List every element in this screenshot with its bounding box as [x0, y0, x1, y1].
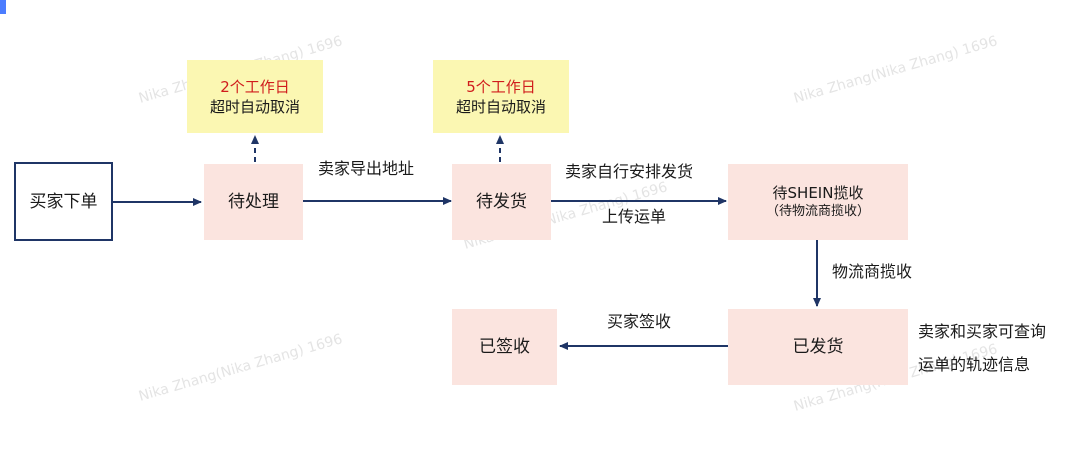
note-tracking-line2: 运单的轨迹信息 [918, 355, 1031, 374]
edge-label-upload-waybill: 上传运单 [602, 207, 667, 226]
edge-label-self-ship: 卖家自行安排发货 [565, 162, 694, 181]
node-await-pickup-sublabel: （待物流商揽收） [765, 204, 870, 219]
node-buyer-order: 买家下单 [14, 162, 113, 241]
node-received-label: 已签收 [479, 337, 530, 357]
timeout-ship-days: 5个工作日 [466, 77, 536, 96]
node-to-ship-label: 待发货 [476, 192, 527, 212]
edge-label-export-address: 卖家导出地址 [318, 159, 415, 178]
timeout-pending-action: 超时自动取消 [209, 97, 300, 116]
node-await-pickup-label: 待SHEIN揽收 [772, 184, 864, 202]
node-pending-label: 待处理 [228, 192, 279, 212]
edge-label-buyer-sign: 买家签收 [607, 312, 672, 331]
corner-accent [0, 0, 6, 14]
note-tracking-line1: 卖家和买家可查询 [918, 322, 1047, 341]
node-buyer-order-label: 买家下单 [29, 191, 98, 212]
node-await-pickup: 待SHEIN揽收 （待物流商揽收） [728, 164, 908, 240]
node-shipped: 已发货 [728, 309, 908, 385]
timeout-box-pending: 2个工作日 超时自动取消 [187, 60, 323, 133]
timeout-box-to-ship: 5个工作日 超时自动取消 [433, 60, 569, 133]
edge-label-carrier-pickup: 物流商揽收 [832, 262, 913, 281]
timeout-ship-action: 超时自动取消 [455, 97, 546, 116]
node-pending: 待处理 [204, 164, 303, 240]
node-to-ship: 待发货 [452, 164, 551, 240]
node-received: 已签收 [452, 309, 557, 385]
node-shipped-label: 已发货 [792, 337, 844, 357]
timeout-pending-days: 2个工作日 [220, 77, 290, 96]
